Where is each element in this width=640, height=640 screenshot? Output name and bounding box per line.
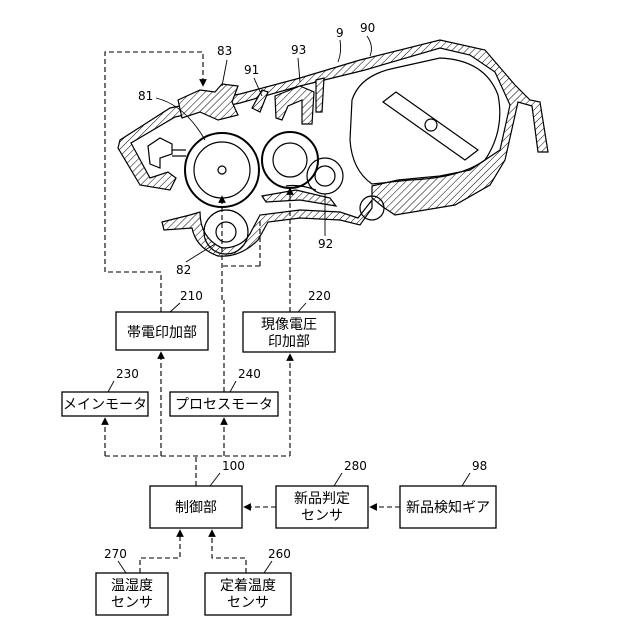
svg-text:98: 98 (472, 459, 487, 473)
svg-text:270: 270 (104, 547, 127, 561)
svg-text:帯電印加部: 帯電印加部 (127, 325, 197, 341)
svg-text:新品検知ギア: 新品検知ギア (406, 499, 490, 516)
svg-text:温湿度: 温湿度 (111, 578, 153, 594)
svg-text:240: 240 (238, 367, 261, 381)
label-9: 9 (336, 26, 344, 40)
charge-unit-bracket (148, 138, 172, 168)
block-new-judge-sensor: 新品判定 センサ 280 (276, 459, 368, 528)
cleaning-blade-83 (178, 84, 238, 120)
label-93: 93 (291, 43, 306, 57)
svg-text:センサ: センサ (301, 508, 343, 524)
svg-text:印加部: 印加部 (268, 334, 310, 350)
block-fix-temp-sensor: 定着温度 センサ 260 (205, 547, 291, 615)
toner-agitator (383, 92, 478, 160)
block-humidity-sensor: 温湿度 センサ 270 (96, 547, 168, 615)
label-90: 90 (360, 21, 375, 35)
lower-frame (162, 200, 372, 256)
toner-chamber-wall (350, 58, 500, 184)
block-develop-voltage: 現像電圧 印加部 220 (243, 289, 335, 352)
label-81: 81 (138, 89, 153, 103)
develop-roller (262, 132, 318, 188)
svg-text:100: 100 (222, 459, 245, 473)
svg-text:プロセスモータ: プロセスモータ (175, 397, 273, 413)
svg-text:メインモータ: メインモータ (63, 397, 147, 413)
seal-piece (316, 78, 324, 112)
label-91: 91 (244, 63, 259, 77)
block-main-motor: メインモータ 230 (62, 367, 148, 416)
svg-text:制御部: 制御部 (175, 500, 217, 516)
svg-text:210: 210 (180, 289, 203, 303)
cartridge-housing (118, 40, 548, 215)
block-new-detect-gear: 新品検知ギア 98 (400, 459, 496, 528)
block-charge-applicator: 帯電印加部 210 (116, 289, 208, 350)
svg-text:260: 260 (268, 547, 291, 561)
svg-text:定着温度: 定着温度 (220, 578, 276, 594)
process-cartridge (118, 40, 548, 256)
drum-81 (185, 133, 259, 207)
svg-text:センサ: センサ (227, 595, 269, 611)
label-82: 82 (176, 263, 191, 277)
svg-text:新品判定: 新品判定 (294, 491, 350, 507)
svg-text:220: 220 (308, 289, 331, 303)
block-controller: 制御部 100 (150, 459, 245, 528)
svg-text:センサ: センサ (111, 595, 153, 611)
label-83: 83 (217, 44, 232, 58)
label-92: 92 (318, 237, 333, 251)
svg-text:280: 280 (344, 459, 367, 473)
svg-text:現像電圧: 現像電圧 (261, 317, 317, 333)
svg-text:230: 230 (116, 367, 139, 381)
